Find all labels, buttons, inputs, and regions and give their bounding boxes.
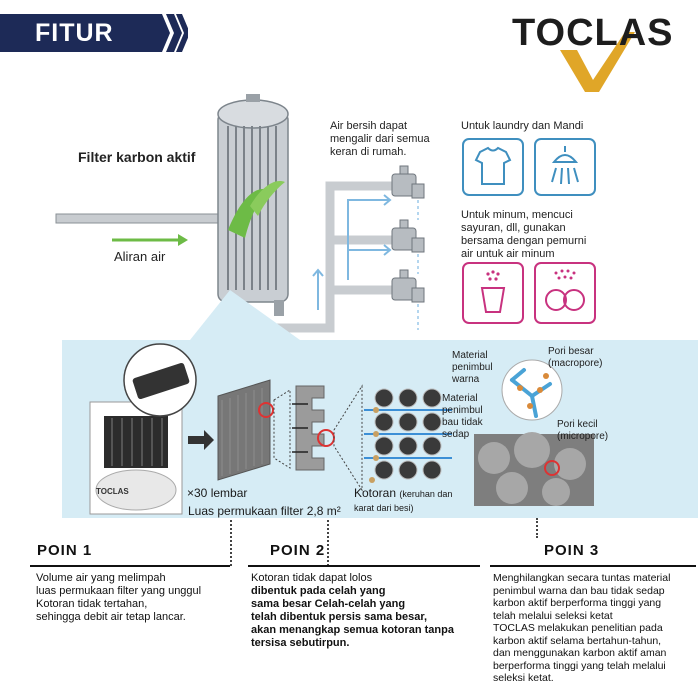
sheet-count-label: ×30 lembar (187, 486, 248, 500)
header-title: FITUR (35, 19, 114, 47)
flow-label: Aliran air (114, 249, 166, 264)
vegetable-icon (534, 262, 596, 324)
filter-detail-illustration (89, 343, 594, 515)
point-3-underline (490, 565, 696, 567)
cartridge-brand: TOCLAS (96, 487, 129, 496)
filter-label: Filter karbon aktif (78, 149, 196, 165)
point-1-underline (30, 565, 230, 567)
connector-2 (327, 520, 329, 566)
point-2-text: Kotoran tidak dapat lolos dibentuk pada … (251, 572, 454, 649)
plumbing-diagram (55, 94, 425, 340)
cup-icon (462, 262, 524, 324)
macropore-label: Pori besar(macropore) (548, 346, 603, 369)
point-2-underline (248, 565, 480, 567)
surface-area-label: Luas permukaan filter 2,8 m² (188, 504, 341, 518)
connector-3 (536, 518, 538, 538)
logo: TOCLAS (512, 12, 674, 54)
header-banner (0, 14, 188, 52)
connector-1 (230, 520, 232, 566)
point-3-title: POIN 3 (544, 542, 600, 559)
point-1-title: POIN 1 (37, 542, 93, 559)
micropore-label: Pori kecil(micropore) (557, 419, 609, 442)
shirt-icon (462, 138, 524, 196)
point-2-title: POIN 2 (270, 542, 326, 559)
laundry-label: Untuk laundry dan Mandi (461, 120, 584, 132)
logo-check-mark (560, 32, 635, 92)
dirt-label: Kotoran (keruhan dan karat dari besi) (354, 486, 453, 514)
shower-icon (534, 138, 596, 196)
